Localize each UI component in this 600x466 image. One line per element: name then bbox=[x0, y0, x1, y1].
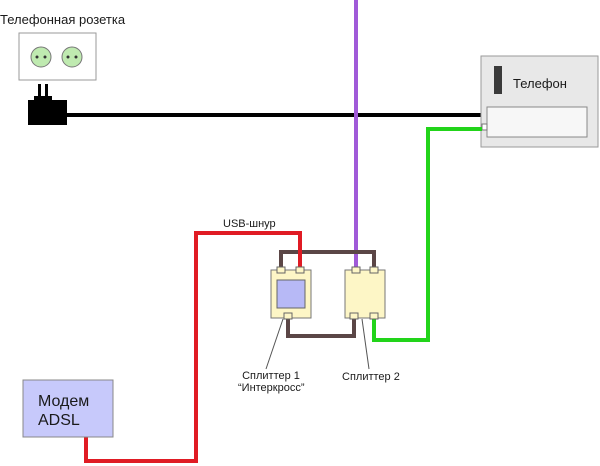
splitter-2-leader bbox=[361, 318, 370, 370]
phone-plug-icon bbox=[28, 84, 67, 125]
splitter-2-port-d bbox=[369, 312, 379, 320]
socket-label: Телефонная розетка bbox=[0, 12, 126, 27]
green-phone-wire bbox=[372, 127, 482, 342]
usb-cable bbox=[84, 231, 302, 463]
splitter-1-port-b bbox=[295, 266, 305, 274]
splitter-1-port-c bbox=[283, 312, 293, 320]
splitter-link-top bbox=[279, 250, 376, 272]
usb-cable-label: USB-шнур bbox=[223, 218, 276, 230]
socket-outlet-left bbox=[30, 46, 52, 68]
splitter-2 bbox=[344, 266, 386, 320]
splitter-2-port-a bbox=[351, 266, 361, 274]
adsl-modem bbox=[22, 379, 114, 438]
socket-outlet-right bbox=[61, 46, 83, 68]
telephone bbox=[480, 55, 599, 148]
splitter-2-label: Сплиттер 2 bbox=[342, 371, 400, 383]
phone-label: Телефон bbox=[513, 76, 567, 91]
modem-label: Модем ADSL bbox=[38, 393, 90, 429]
splitter-2-port-b bbox=[369, 266, 379, 274]
splitter-1-leader bbox=[265, 318, 284, 370]
splitter-link-bottom bbox=[286, 316, 356, 338]
phone-wall-socket bbox=[18, 32, 97, 81]
phone-keypad-panel bbox=[486, 106, 588, 138]
splitter-1-port-a bbox=[276, 266, 286, 274]
phone-port bbox=[481, 123, 488, 131]
splitter-1-filter bbox=[276, 279, 306, 309]
splitter-2-port-c bbox=[349, 312, 359, 320]
splitter-1 bbox=[270, 266, 312, 320]
handset-icon bbox=[494, 66, 502, 94]
splitter-1-label: Сплиттер 1 “Интеркросс” bbox=[238, 370, 305, 394]
